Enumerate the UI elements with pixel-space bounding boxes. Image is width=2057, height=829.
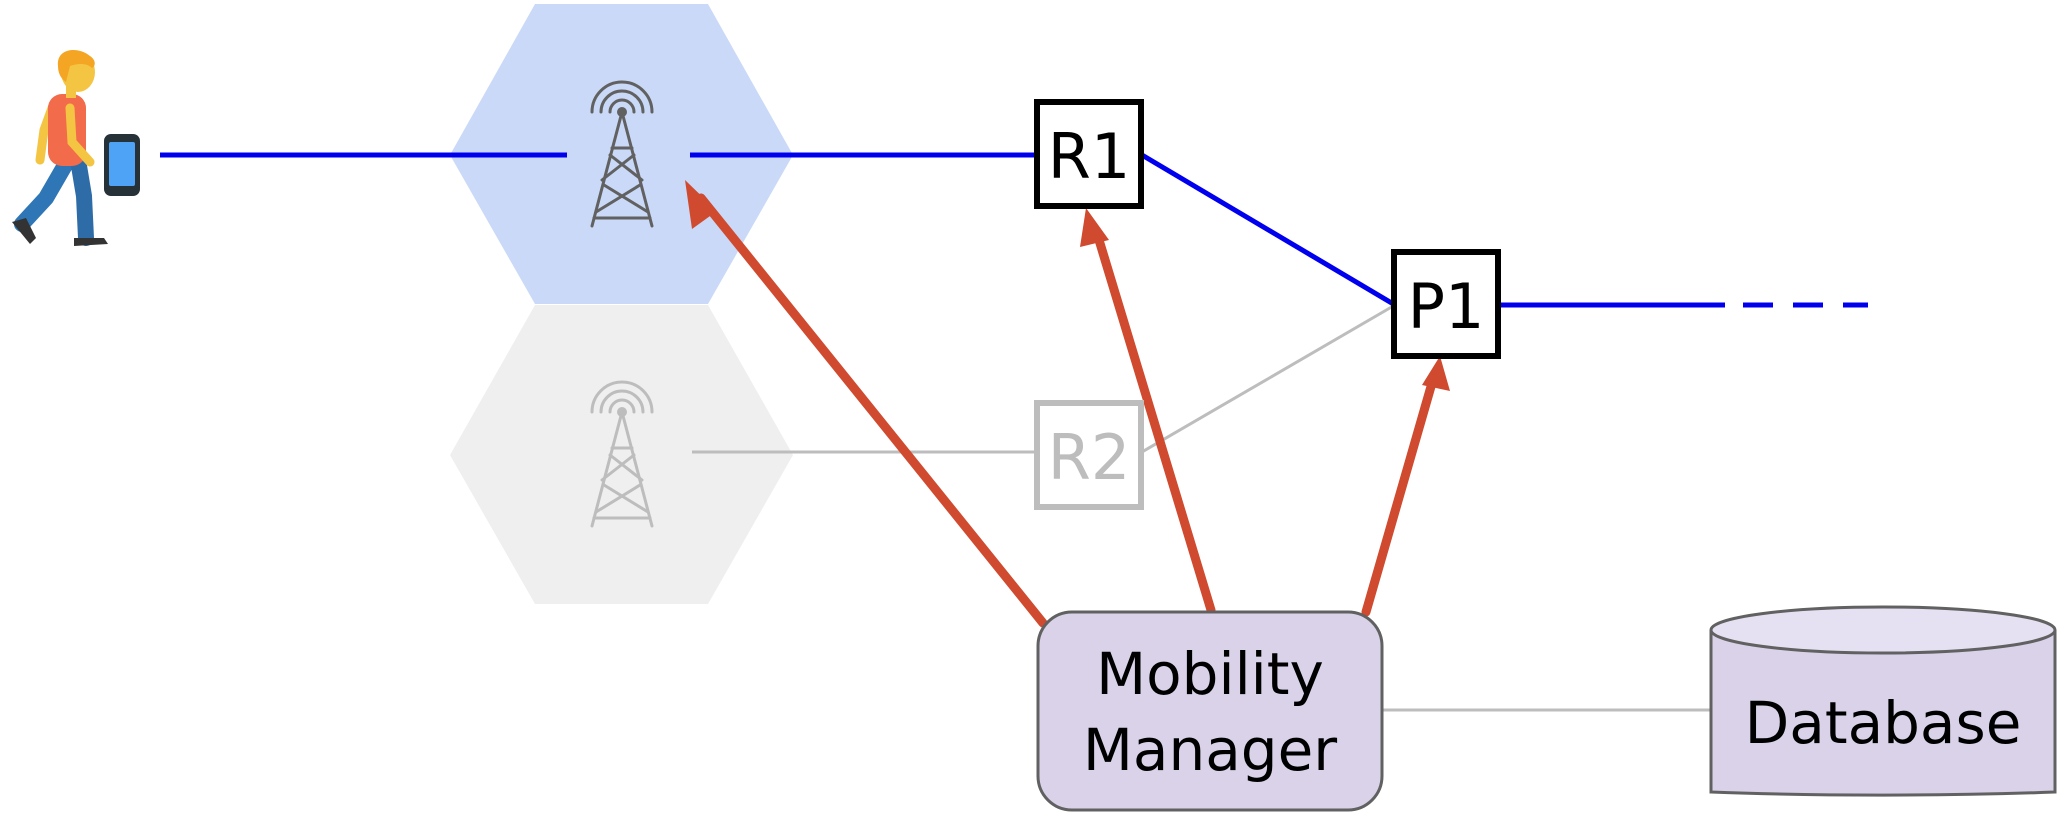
link-r1-p1	[1140, 152, 1397, 308]
database-label: Database	[1745, 689, 2022, 757]
router-r2-label: R2	[1048, 421, 1131, 494]
person-walking-with-phone-icon	[12, 50, 140, 246]
router-r2: R2	[1034, 400, 1144, 510]
control-arrows	[685, 180, 1450, 628]
router-r1-label: R1	[1048, 120, 1131, 193]
router-r1: R1	[1034, 99, 1144, 209]
active-cell-hexagon	[450, 4, 793, 304]
router-p1: P1	[1391, 249, 1501, 359]
cell-tower-icon	[590, 380, 654, 528]
control-arrow-to-tower	[696, 193, 1048, 628]
arrowhead-icon	[1080, 208, 1109, 247]
mobility-manager: Mobility Manager	[1036, 610, 1384, 812]
arrowhead-icon	[685, 180, 717, 229]
inactive-cell-hexagon	[450, 305, 793, 604]
router-p1-label: P1	[1408, 270, 1485, 343]
arrowhead-icon	[1422, 356, 1450, 391]
cell-tower-icon	[590, 80, 654, 228]
database-cylinder: Database	[1709, 605, 2057, 797]
control-arrow-to-p1	[1361, 378, 1437, 617]
mobility-manager-label-line1: Mobility	[1096, 640, 1324, 708]
mobility-manager-label-line2: Manager	[1083, 716, 1337, 784]
link-r2-p1	[1141, 303, 1396, 454]
control-arrow-to-r1	[1091, 225, 1216, 615]
